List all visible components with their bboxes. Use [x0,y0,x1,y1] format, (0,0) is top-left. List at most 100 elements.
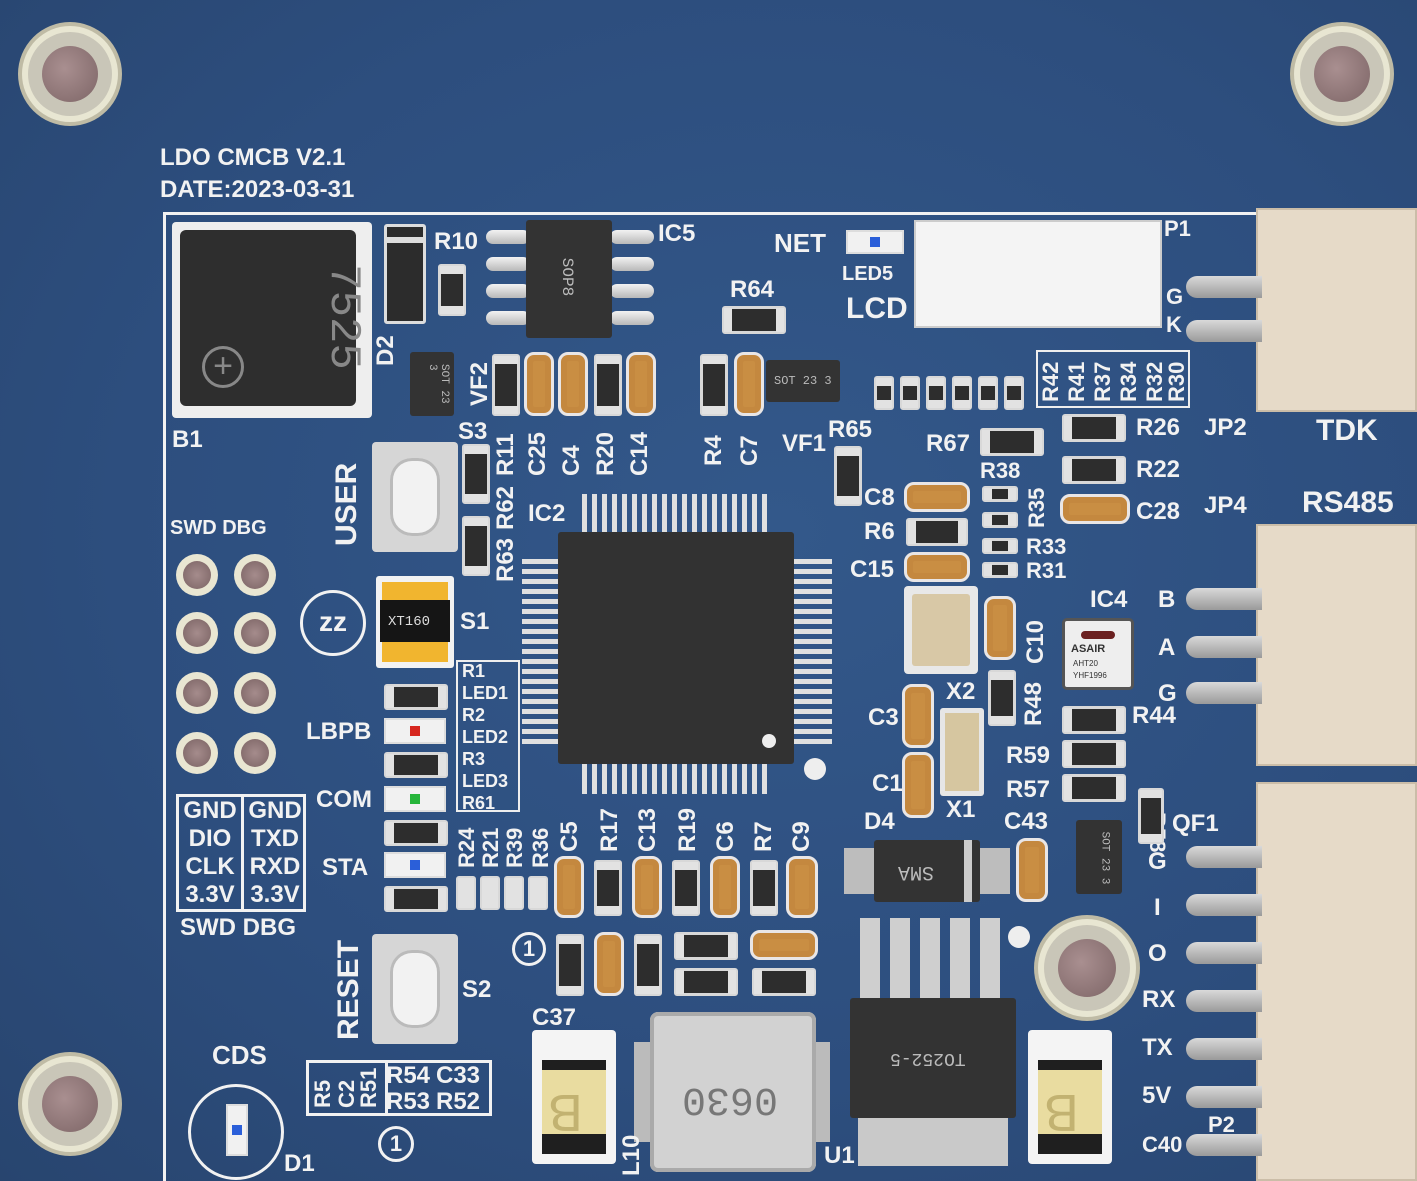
label-k-top: K [1166,312,1182,337]
regulator-u1: TO252-5 [850,918,1018,1168]
label-r19: R19 [674,807,701,852]
label-r52: R52 [436,1088,481,1115]
resistor-r57 [1062,774,1126,802]
capacitor-c43 [1016,838,1048,902]
label-o-p2: O [1148,940,1167,967]
resistor-r63 [462,516,490,576]
crystal-x2 [904,586,978,674]
ic5-sop8: SOP8 [486,220,654,338]
label-lcd: LCD [846,292,908,325]
buzzer-marking: 7525 [317,264,368,370]
label-qf1: QF1 [1172,810,1219,837]
label-r35: R35 [1024,487,1049,528]
ic4-code: YHF1996 [1073,671,1107,680]
board-date: DATE:2023-03-31 [160,176,355,203]
label-led5: LED5 [842,263,894,285]
label-r59: R59 [1006,742,1051,769]
label-r61: R61 [462,793,496,813]
resistor-r67 [980,428,1044,456]
label-d1: D1 [284,1150,315,1177]
label-net: NET [774,228,826,258]
label-lbpb: LBPB [306,718,372,745]
label-c6: C6 [712,821,739,852]
mounting-hole-center [1044,925,1130,1011]
capacitor-c10 [984,596,1016,660]
label-vf2: VF2 [466,361,493,406]
label-c15: C15 [850,556,895,583]
resistor-r65 [834,446,862,506]
diode-d4-sma: SMA [844,840,1010,902]
label-sta: STA [322,854,369,881]
lcd-connector [914,220,1162,328]
label-ic4: IC4 [1090,586,1128,613]
ic4-brand: ASAIR [1071,643,1106,655]
user-button[interactable] [372,442,458,552]
swd-col1-3: 3.3V [185,881,235,908]
label-r7: R7 [750,821,777,852]
label-jp2: JP2 [1204,414,1247,441]
label-r39: R39 [502,827,527,868]
fiducial-2 [1008,926,1030,948]
d4-marking: SMA [898,860,935,883]
label-c9: C9 [788,821,815,852]
label-p1: P1 [1164,216,1191,241]
label-jp4: JP4 [1204,492,1247,519]
label-g-top: G [1166,284,1184,309]
u1-marking: TO252-5 [890,1048,966,1068]
label-r3: R3 [462,749,486,769]
vf2-marking: SOT 23 3 [426,364,450,404]
resistor-r59 [1062,740,1126,768]
label-d4: D4 [864,808,895,835]
label-r62: R62 [492,485,519,530]
resistor-r11 [492,354,520,416]
label-s3: S3 [458,418,488,445]
reset-button[interactable] [372,934,458,1044]
label-a-pin: A [1158,634,1176,661]
swd-col2-3: 3.3V [250,881,300,908]
label-i-p2: I [1154,894,1161,921]
label-r32: R32 [1142,361,1167,402]
label-r20: R20 [592,431,619,476]
led2 [384,786,446,812]
led1 [384,718,446,744]
resistor-r26 [1062,414,1126,442]
label-r6: R6 [864,518,895,545]
capacitor-c7 [734,352,764,416]
label-5v-p2: 5V [1142,1082,1172,1109]
label-c5: C5 [556,821,583,852]
label-r42: R42 [1038,361,1063,402]
led-d1 [226,1104,248,1156]
label-c40: C40 [1142,1132,1183,1157]
swd-col1-2: CLK [185,853,235,880]
label-r48: R48 [1020,681,1047,726]
label-l10: L10 [618,1134,645,1176]
capacitor-c4 [558,352,588,416]
label-c37: C37 [532,1004,577,1031]
label-ic5: IC5 [658,220,696,247]
p2-connector [1256,782,1417,1181]
qf1-marking: SOT 23 3 [1098,831,1111,885]
label-rs485: RS485 [1302,486,1394,519]
board-title: LDO CMCB V2.1 [160,144,346,171]
label-d2: D2 [372,335,399,366]
resistor-r17 [594,860,622,916]
switch-s1[interactable]: XT160 [376,576,454,668]
label-com: COM [316,786,372,813]
label-p2: P2 [1208,1112,1235,1137]
label-r34: R34 [1116,361,1141,402]
swd-col2-1: TXD [251,825,299,852]
label-r54: R54 [386,1062,431,1089]
s1-marking: XT160 [388,614,431,630]
c40-marking: B [1044,1083,1079,1141]
label-rx-p2: RX [1142,986,1176,1013]
swd-col1-1: DIO [188,825,232,852]
label-c7: C7 [736,435,763,466]
c37-marking: B [548,1083,583,1141]
mounting-hole-bottom-left [28,1062,112,1146]
label-r24: R24 [454,827,479,868]
label-r10: R10 [434,228,479,255]
label-r4: R4 [700,435,727,466]
resistor-r6 [906,518,968,546]
resistor-r20 [594,354,622,416]
